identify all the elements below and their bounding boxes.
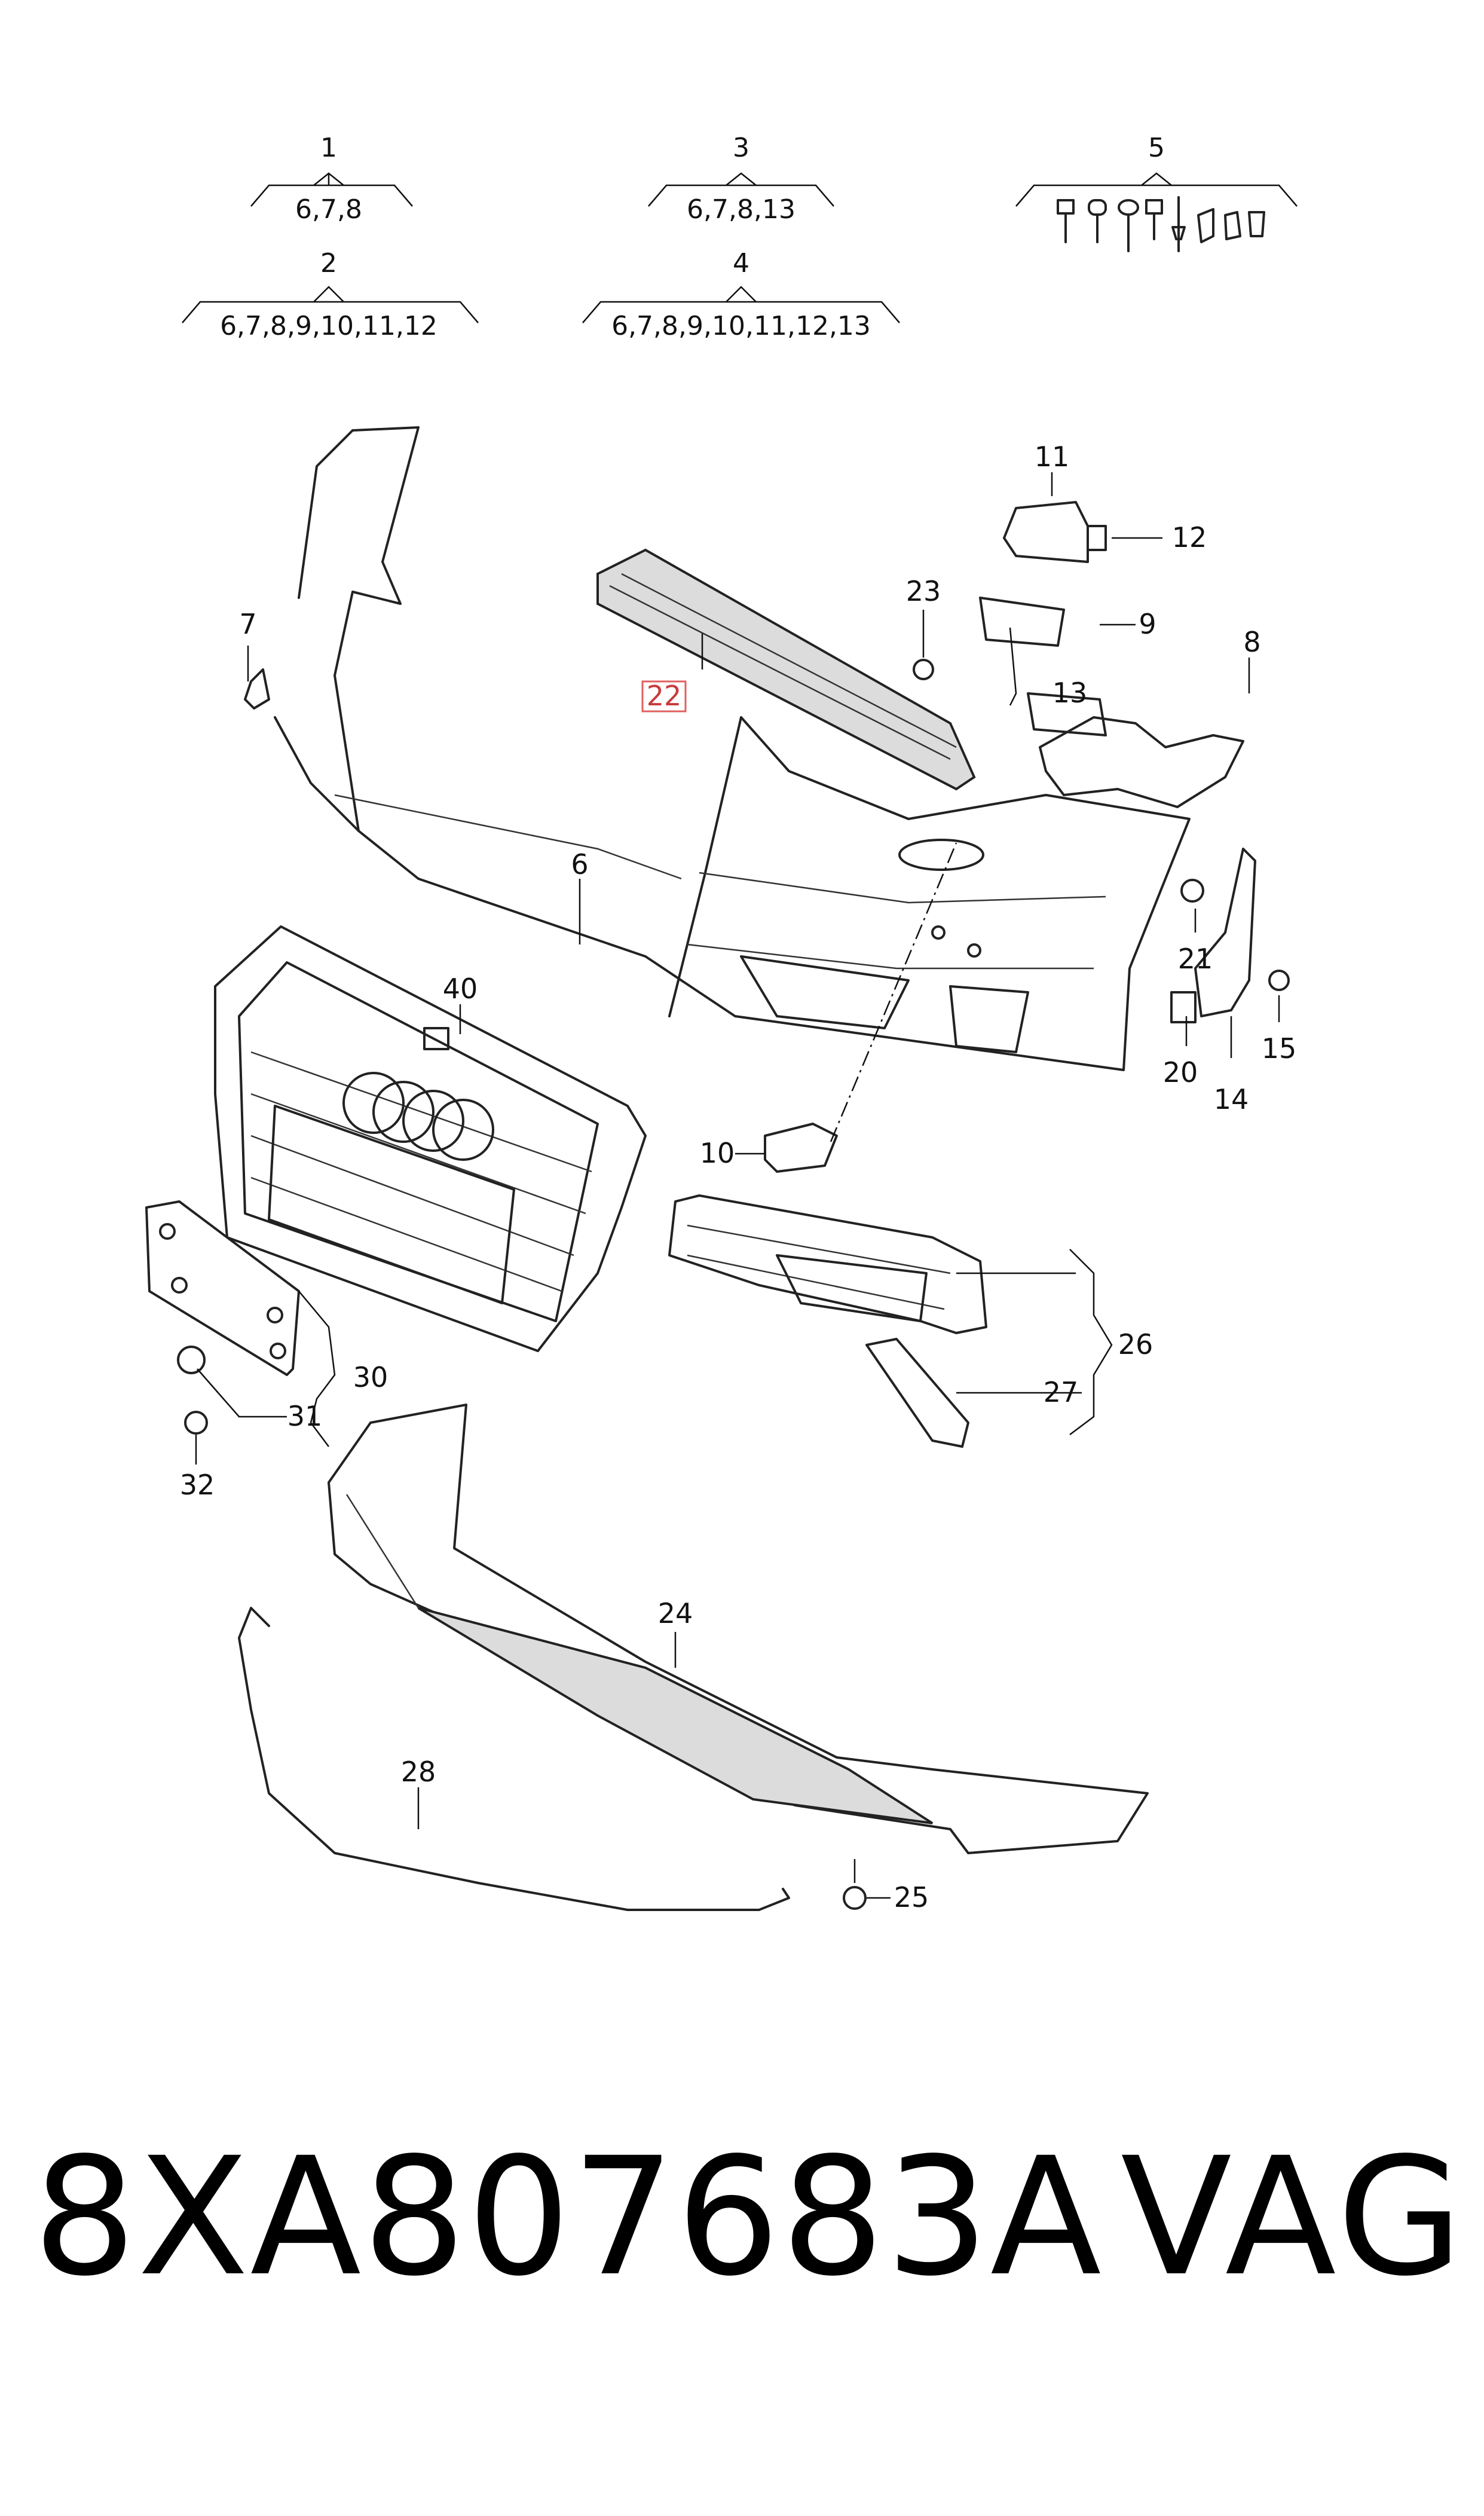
callout-6: 6 bbox=[571, 848, 588, 881]
callout-12: 12 bbox=[1172, 521, 1207, 554]
bolt-part bbox=[1268, 970, 1290, 991]
callout-25: 25 bbox=[894, 1881, 929, 1913]
callout-24: 24 bbox=[658, 1597, 693, 1630]
group-2-contents: 6,7,8,9,10,11,12 bbox=[220, 311, 437, 341]
washer-cap-part bbox=[764, 1123, 838, 1173]
bolt-part bbox=[843, 1886, 867, 1910]
clip-nut-part bbox=[1170, 991, 1197, 1023]
trim-strip-part bbox=[865, 1338, 969, 1448]
group-4-number: 4 bbox=[733, 248, 749, 279]
clip-part bbox=[1087, 525, 1107, 551]
callout-40: 40 bbox=[443, 973, 478, 1005]
callout-7: 7 bbox=[239, 608, 256, 640]
group-3-contents: 6,7,8,13 bbox=[687, 194, 795, 225]
group-3: 3 6,7,8,13 bbox=[648, 133, 834, 225]
lower-trim-strip-part bbox=[238, 1607, 790, 1911]
fastener-set-icon bbox=[1057, 196, 1265, 252]
callout-28: 28 bbox=[401, 1756, 436, 1788]
callout-11: 11 bbox=[1035, 441, 1070, 473]
reinforcement-part bbox=[979, 597, 1065, 647]
callout-23: 23 bbox=[906, 575, 941, 607]
mounting-bracket-part bbox=[1027, 692, 1107, 736]
callout-13: 13 bbox=[1052, 677, 1088, 709]
spreader-nut-part bbox=[177, 1346, 206, 1374]
group-1-contents: 6,7,8 bbox=[295, 194, 362, 225]
lower-spoiler-part bbox=[328, 1404, 1149, 1854]
group-5: 5 bbox=[1015, 133, 1298, 252]
expansion-rivet-part bbox=[1180, 879, 1204, 903]
callout-22: 22 bbox=[641, 680, 687, 713]
fog-grille-part bbox=[668, 1194, 987, 1334]
callout-15: 15 bbox=[1262, 1032, 1297, 1065]
callout-10: 10 bbox=[700, 1137, 735, 1169]
audi-rings-icon bbox=[342, 1072, 494, 1161]
tow-hook-cap-part bbox=[244, 668, 270, 710]
callout-14: 14 bbox=[1214, 1083, 1249, 1115]
radiator-grille-part bbox=[214, 925, 647, 1352]
screw-part bbox=[184, 1411, 208, 1435]
brand-name: VAG bbox=[1121, 2123, 1467, 2312]
callout-9: 9 bbox=[1139, 608, 1156, 640]
highlight-box bbox=[641, 680, 687, 713]
bumper-cover-part bbox=[274, 426, 1191, 1071]
group-1: 1 6,7,8 bbox=[250, 133, 413, 225]
group-5-number: 5 bbox=[1148, 133, 1165, 163]
group-2: 2 6,7,8,9,10,11,12 bbox=[182, 248, 479, 341]
side-guide-part bbox=[1194, 848, 1256, 1017]
callout-22-text: 22 bbox=[647, 680, 682, 712]
group-4: 4 6,7,8,9,10,11,12,13 bbox=[582, 248, 900, 341]
group-3-number: 3 bbox=[733, 133, 749, 163]
callout-21: 21 bbox=[1178, 943, 1213, 975]
group-4-contents: 6,7,8,9,10,11,12,13 bbox=[611, 311, 871, 341]
callout-30: 30 bbox=[353, 1361, 388, 1393]
callout-20: 20 bbox=[1163, 1056, 1198, 1089]
bolt-part bbox=[913, 659, 934, 680]
callout-8: 8 bbox=[1243, 626, 1260, 658]
callout-26: 26 bbox=[1118, 1328, 1153, 1361]
grille-strip-part bbox=[596, 548, 976, 791]
callout-32: 32 bbox=[180, 1469, 215, 1501]
group-1-number: 1 bbox=[320, 133, 337, 163]
license-plate-bracket-part bbox=[145, 1200, 300, 1376]
callout-31: 31 bbox=[287, 1400, 323, 1432]
air-duct-part bbox=[1039, 716, 1244, 808]
group-2-number: 2 bbox=[320, 248, 337, 279]
parts-exploded-diagram: 1 6,7,8 2 6,7,8,9,10,11,12 3 6,7,8,13 4 … bbox=[145, 133, 1298, 1913]
part-number: 8XA807683A bbox=[33, 2123, 1103, 2312]
footer-caption: 8XA807683A VAG bbox=[33, 2123, 1463, 2312]
callout-27: 27 bbox=[1044, 1376, 1079, 1408]
headlamp-bracket-part bbox=[1003, 501, 1089, 563]
